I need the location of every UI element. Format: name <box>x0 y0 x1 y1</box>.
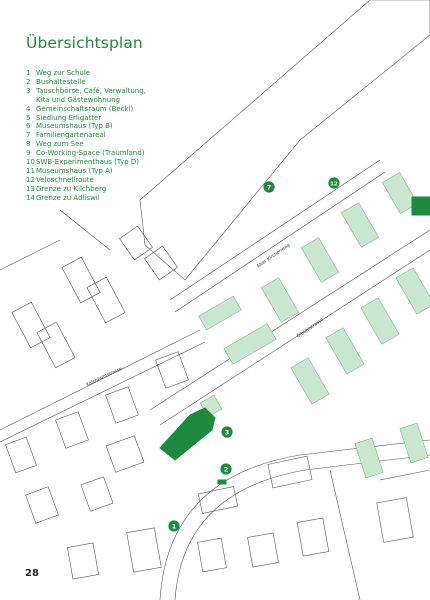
building-new <box>300 237 340 283</box>
path-line <box>379 469 430 481</box>
building <box>61 256 101 304</box>
bus-stop-marker <box>217 479 227 485</box>
map-marker-1[interactable]: 1 <box>168 520 180 532</box>
road-edge <box>174 454 430 600</box>
building <box>267 455 313 489</box>
building <box>11 301 51 349</box>
road-edge <box>0 341 206 443</box>
path-line <box>59 209 111 251</box>
marker-label: 2 <box>224 465 229 473</box>
building-new <box>360 297 400 345</box>
building <box>105 386 139 424</box>
legend-item: Kita und Gästewohnung <box>36 95 120 104</box>
marker-label: 3 <box>225 428 230 436</box>
building <box>105 435 145 473</box>
building <box>144 245 178 281</box>
path-line <box>329 469 361 600</box>
map-marker-3[interactable]: 3 <box>221 426 233 438</box>
building <box>296 517 330 557</box>
road-edge <box>0 329 201 431</box>
building <box>55 411 89 449</box>
marker-label: 7 <box>267 183 272 191</box>
marker-label: 12 <box>330 181 338 187</box>
building-new <box>399 422 429 464</box>
building-new <box>223 323 277 365</box>
map-marker-12[interactable]: 12 <box>328 177 340 189</box>
road-edge <box>174 171 386 313</box>
building <box>36 321 76 369</box>
building <box>197 486 239 514</box>
building-new <box>395 267 430 315</box>
building <box>25 486 59 524</box>
building-new <box>381 172 419 214</box>
marker-label: 1 <box>172 522 177 530</box>
map-marker-7[interactable]: 7 <box>263 181 275 193</box>
building <box>376 497 414 543</box>
building <box>247 532 279 568</box>
building <box>126 527 162 573</box>
building-new <box>260 277 300 323</box>
page-number: 28 <box>25 568 39 579</box>
building <box>5 436 37 474</box>
building-main-annex <box>411 196 430 216</box>
map-marker-2[interactable]: 2 <box>220 463 232 475</box>
building <box>119 225 153 261</box>
building-new <box>325 327 365 375</box>
building-new <box>340 202 380 248</box>
road-edge <box>149 229 430 411</box>
building <box>155 351 189 389</box>
building-new <box>198 295 242 331</box>
road-edge <box>159 439 430 600</box>
building <box>86 276 126 324</box>
building-new <box>354 437 384 479</box>
street-label-oelbuehlstrasse: Ölbühlstrasse <box>295 316 325 340</box>
road-edge <box>169 159 381 301</box>
building-main <box>159 407 216 461</box>
road-edge <box>159 249 430 426</box>
path-line <box>0 239 61 271</box>
building <box>197 537 227 573</box>
building <box>67 542 99 580</box>
family-garden-area <box>139 0 430 281</box>
building-new <box>290 357 330 405</box>
building <box>80 476 114 512</box>
page-title: Übersichtsplan <box>26 34 143 52</box>
